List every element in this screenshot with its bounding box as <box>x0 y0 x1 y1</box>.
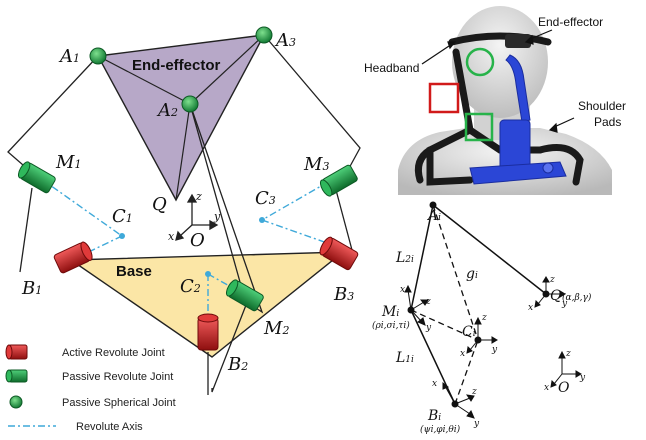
photo-label-shoulder-line2: Pads <box>594 115 621 129</box>
chain-frames <box>404 276 582 419</box>
spherical-joint-a3 <box>255 26 273 44</box>
legend-active-icon <box>5 344 28 360</box>
svg-text:z: z <box>565 349 571 359</box>
legend-active-label: Active Revolute Joint <box>62 347 165 359</box>
chain-params-mi: (ρi,σi,τi) <box>372 320 410 331</box>
chain-label-q: Q <box>550 288 562 304</box>
legend-passive-revolute-icon <box>5 369 28 383</box>
blue-pads <box>469 54 567 185</box>
chain-label-ai: Ai <box>426 208 441 224</box>
label-m3: M3 <box>303 154 329 175</box>
svg-text:z: z <box>425 297 431 307</box>
label-end-effector: End-effector <box>132 57 221 74</box>
label-a2: A2 <box>156 100 178 121</box>
frame-o-x: x <box>168 230 175 243</box>
active-revolute-joint-b2 <box>197 313 219 351</box>
ee-edge <box>175 103 191 201</box>
label-c1: C1 <box>112 206 133 227</box>
legend-axis-label: Revolute Axis <box>76 421 143 433</box>
label-a3: A3 <box>274 30 296 51</box>
photo-label-shoulder-line1: Shoulder <box>578 99 626 113</box>
label-b1: B1 <box>21 278 42 299</box>
frame-o-axes <box>175 193 219 241</box>
label-m1: M1 <box>55 152 81 173</box>
svg-text:x: x <box>400 285 405 295</box>
svg-text:y: y <box>579 373 586 383</box>
svg-text:x: x <box>432 379 437 389</box>
chain-label-ci: Ci <box>462 324 476 340</box>
frame-o-y: y <box>213 210 221 223</box>
chain-label-o: O <box>558 380 570 396</box>
device-photo: Headband End-effector Shoulder Pads <box>364 6 626 195</box>
label-c3: C3 <box>255 188 276 209</box>
chain-params-q: (α,β,γ) <box>562 292 592 303</box>
passive-revolute-joint-m3 <box>319 164 358 197</box>
axis-point-c2 <box>205 271 211 277</box>
chain-label-l2i: L2i <box>395 250 414 266</box>
chain-params-bi: (ψi,φi,θi) <box>420 424 461 435</box>
label-a1: A1 <box>58 46 80 67</box>
legend-spherical-icon <box>9 395 23 409</box>
chain-label-bi: Bi <box>427 408 441 424</box>
chain-label-l1i: L1i <box>395 350 414 366</box>
label-c2: C2 <box>180 276 201 297</box>
spherical-joint-a2 <box>181 95 199 113</box>
base-platform <box>68 251 346 358</box>
svg-text:x: x <box>528 303 533 313</box>
svg-text:y: y <box>473 419 480 429</box>
svg-text:y: y <box>561 299 568 309</box>
chain-axis-letters: z y x z y x z y x z y x z y x <box>400 275 586 429</box>
svg-text:y: y <box>425 323 432 333</box>
legend: Active Revolute Joint Passive Revolute J… <box>5 344 176 433</box>
photo-label-end-effector: End-effector <box>538 15 603 29</box>
svg-text:z: z <box>481 313 487 323</box>
svg-text:z: z <box>471 387 477 397</box>
point-ai <box>429 201 437 209</box>
legend-passive-revolute-label: Passive Revolute Joint <box>62 371 173 383</box>
highlight-circle-green <box>465 47 495 77</box>
spherical-joint-a1 <box>89 47 107 65</box>
svg-text:y: y <box>491 345 498 355</box>
highlight-box-green <box>464 112 494 142</box>
ee-edge <box>97 55 191 105</box>
svg-text:x: x <box>544 383 549 393</box>
active-revolute-joint-b1 <box>53 241 93 274</box>
highlight-box-red <box>428 82 460 114</box>
axis-point-c3 <box>259 217 265 223</box>
end-effector-block <box>505 34 531 48</box>
svg-text:x: x <box>460 349 465 359</box>
end-effector-platform <box>96 34 266 202</box>
label-m2: M2 <box>263 318 289 339</box>
svg-text:z: z <box>549 275 555 285</box>
legend-spherical-label: Passive Spherical Joint <box>62 397 176 409</box>
label-b3: B3 <box>333 284 354 305</box>
active-revolute-joint-b3 <box>319 236 359 271</box>
chain-diagram: Ai L2i gi Mi Ci L1i Bi Q O (ρi,σi,τi) (ψ… <box>372 201 592 435</box>
chain-label-mi: Mi <box>381 304 399 320</box>
chain-label-gi: gi <box>466 266 478 282</box>
passive-revolute-joint-m2 <box>225 279 264 312</box>
label-o: O <box>190 230 205 251</box>
label-b2: B2 <box>227 354 248 375</box>
photo-label-headband: Headband <box>364 61 419 75</box>
label-base: Base <box>116 263 152 280</box>
ee-edge <box>189 34 265 105</box>
label-q: Q <box>152 194 167 215</box>
frame-o-z: z <box>195 190 202 203</box>
axis-point-c1 <box>119 233 125 239</box>
passive-revolute-joint-m1 <box>17 161 56 194</box>
